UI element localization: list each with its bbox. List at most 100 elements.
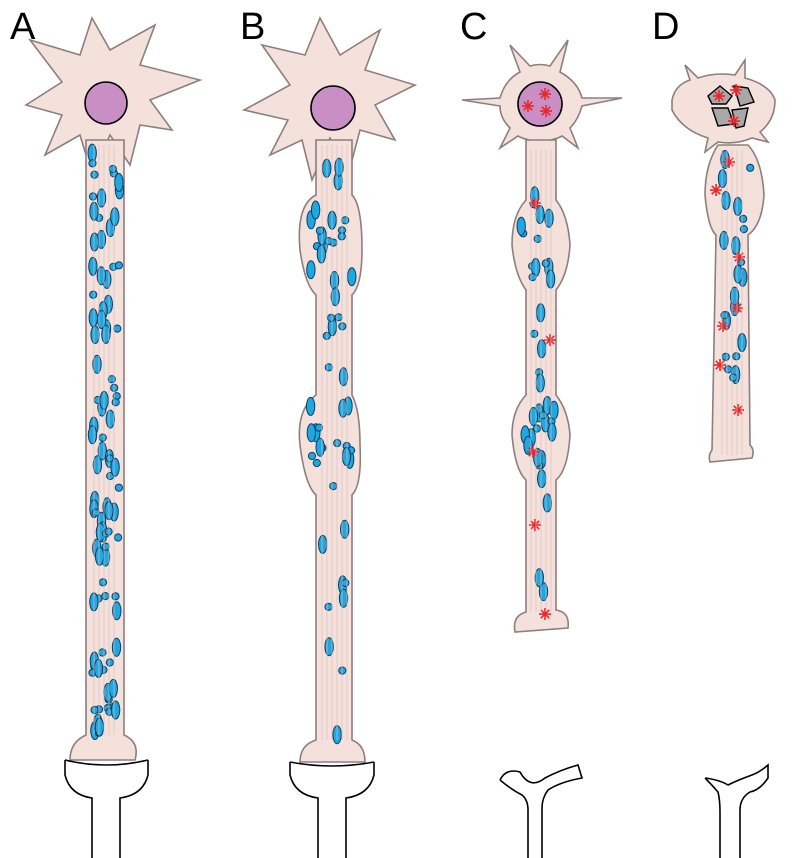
panel-c-nucleus [517,81,563,127]
organelle-vesicle [732,352,741,361]
organelle-vesicle [534,568,544,588]
organelle-vesicle [537,339,547,359]
organelle-vesicle [739,214,748,223]
panel-a-postsynaptic [64,759,149,858]
organelle-vesicle [90,705,99,715]
organelle-vesicle [110,457,120,477]
damage-asterisk-icon [522,100,534,112]
organelle-vesicle [108,678,119,698]
organelle-vesicle [110,700,121,720]
organelle-vesicle [334,313,343,322]
organelle-vesicle [532,424,542,433]
organelle-vesicle [530,329,539,338]
panel-d-nucleus-fragment [733,85,755,107]
panel-d-group [671,57,776,858]
organelle-vesicle [107,375,116,384]
organelle-vesicle [721,352,730,361]
organelle-vesicle [535,303,546,323]
organelle-vesicle [305,396,316,416]
organelle-vesicle [338,588,349,608]
organelle-vesicle [312,458,321,468]
damage-asterisk-icon [730,84,742,96]
panel-a-nucleus [84,81,128,125]
organelle-vesicle [330,287,340,307]
organelle-vesicle [739,225,749,234]
organelle-vesicle [315,226,324,235]
organelle-vesicle [88,192,98,201]
axon-guide-lines [93,145,743,740]
organelle-vesicle [94,717,105,737]
organelle-vesicle [329,271,340,290]
organelle-vesicle [314,423,324,432]
organelle-vesicle [94,546,105,566]
organelle-vesicle [98,433,107,442]
organelle-vesicle [729,373,738,382]
organelle-vesicle [87,425,98,445]
organelle-vesicle [324,237,333,246]
organelle-vesicle [733,264,743,284]
organelle-vesicle [96,188,107,208]
organelle-vesicle [538,411,548,420]
organelle-vesicle [114,173,124,192]
organelle-vesicle [88,256,98,276]
organelle-vesicle [316,244,327,264]
organelle-vesicle [90,325,100,345]
organelle-vesicle [542,493,552,513]
organelle-vesicle [338,398,348,418]
organelle-vesicle [306,260,316,280]
damage-asterisk-icon [733,251,745,263]
organelle-vesicle [88,159,97,168]
organelle-vesicle [105,409,116,429]
organelle-vesicle [92,455,103,475]
organelle-vesicle [327,313,336,322]
panel-label-a: A [10,6,36,48]
organelle-vesicle [538,582,549,602]
organelle-vesicle [110,207,120,227]
organelle-vesicle [535,205,545,224]
organelle-vesicle [104,527,113,536]
panel-a-group [24,16,203,858]
organelle-vesicle [90,170,99,179]
panel-label-b: B [240,6,266,48]
organelle-vesicle [547,422,557,442]
panel-c-group [461,39,623,858]
organelle-vesicle [91,508,100,517]
organelle-vesicle [98,578,108,587]
organelle-vesicle [341,578,350,588]
organelle-vesicle [89,232,100,252]
panel-label-d: D [652,6,680,48]
organelle-vesicle [717,169,728,189]
organelle-vesicle [724,365,733,374]
organelle-vesicle [101,542,110,551]
organelle-vesicle [93,658,104,678]
damage-asterisk-icon [529,197,541,209]
organelle-vesicle [324,363,333,372]
panel-b-group [241,16,418,858]
organelle-vesicle [101,592,110,601]
organelle-vesicle [88,308,99,328]
organelle-vesicle [114,533,123,542]
organelle-vesicle [114,261,124,270]
organelle-vesicle [111,398,120,407]
damage-asterisk-icon [714,359,726,371]
organelle-vesicle [97,441,108,461]
organelle-vesicle [318,534,328,554]
organelle-vesicle [329,482,338,491]
panel-label-c: C [460,6,488,48]
organelle-vesicle [721,191,731,210]
organelle-vesicle [111,637,122,657]
organelle-vesicle [533,234,542,243]
organelle-vesicle [537,469,547,489]
organelle-vesicle [105,454,114,463]
organelle-vesicle [306,423,316,443]
panel-c-postsynaptic [499,764,584,858]
organelle-vesicle [307,451,317,461]
organelle-vesicle [545,269,556,289]
organelle-vesicle [89,290,98,299]
organelle-vesicle [108,164,117,174]
organelle-vesicle [338,367,349,387]
organelle-vesicle [315,437,325,457]
organelle-vesicle [720,311,729,320]
